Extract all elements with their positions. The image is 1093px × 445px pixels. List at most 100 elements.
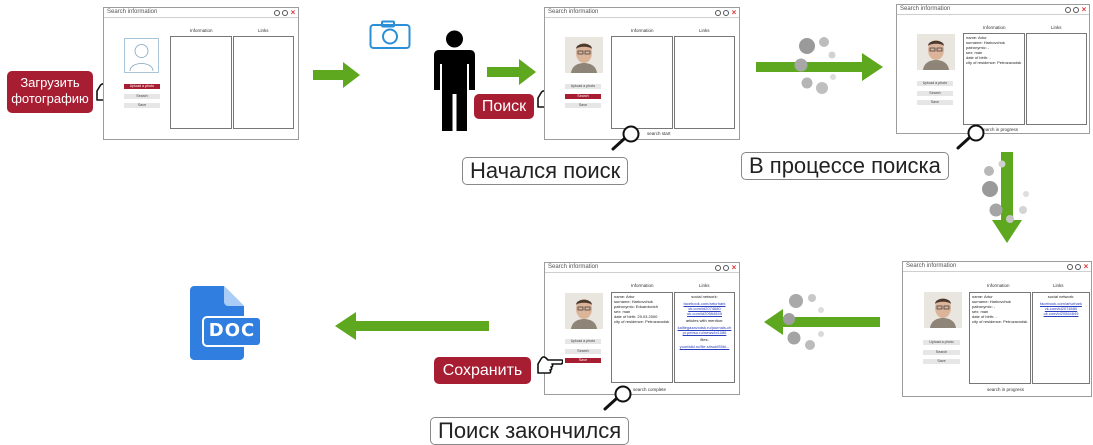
close-icon[interactable]: × (1083, 262, 1089, 271)
pointing-hand-icon (535, 354, 564, 381)
links-pane: social network: facebook.com/arturhark v… (674, 292, 735, 383)
save-button[interactable]: Save (923, 359, 960, 364)
person-info-text: name: Artur surname: Harkovchuk patronym… (966, 35, 1022, 65)
help-icon[interactable] (723, 265, 729, 271)
upload-photo-button[interactable]: Upload a photo (124, 84, 160, 89)
search-window-progress-2: Search information × Information Links n… (902, 261, 1092, 397)
caption-search-started: Начался поиск (462, 157, 629, 185)
search-status: search start (647, 131, 671, 136)
column-header-links: Links (1051, 25, 1062, 30)
links-social-heading: social network: (691, 294, 718, 299)
magnifier-icon (611, 125, 640, 151)
upload-photo-label: Загрузить фотографию (7, 71, 93, 113)
loading-spinner-icon (794, 37, 836, 94)
search-window-upload: Search information × Information Links U… (103, 7, 299, 140)
save-label: Сохранить (434, 357, 531, 384)
close-icon[interactable]: × (731, 263, 737, 272)
uploaded-photo (565, 37, 603, 73)
flow-arrow-right (756, 53, 883, 81)
column-header-links: Links (1053, 283, 1064, 288)
info-pane: name: Artur surname: Harkovchuk patronym… (963, 33, 1025, 125)
save-button[interactable]: Save (124, 103, 160, 108)
close-icon[interactable]: × (1081, 5, 1087, 14)
links-social-heading: social network: (1047, 294, 1075, 299)
search-button[interactable]: Search (923, 350, 960, 355)
column-header-info: Information (983, 25, 1006, 30)
magnifier-icon (956, 124, 985, 150)
save-button[interactable]: Save (917, 100, 953, 105)
links-mention-heading: articles with mention: (685, 318, 724, 323)
search-button[interactable]: Search (565, 349, 601, 354)
uploaded-photo (917, 34, 955, 70)
magnifier-icon (603, 385, 632, 411)
person-info-text: name: Artur surname: Harkovchuk patronym… (614, 294, 670, 324)
column-header-info: Information (631, 28, 654, 33)
column-header-info: Information (631, 283, 654, 288)
window-title: Search information (548, 9, 599, 15)
upload-photo-button[interactable]: Upload a photo (917, 81, 953, 86)
flow-arrow-left (764, 309, 880, 335)
caption-search-in-progress: В процессе поиска (741, 152, 949, 180)
uploaded-photo (565, 293, 603, 329)
help-icon[interactable] (723, 10, 729, 16)
links-social-urls[interactable]: facebook.com/arturhark vk.com/id2074680 … (1039, 301, 1083, 316)
doc-file-icon: DOC (186, 286, 262, 361)
close-icon[interactable]: × (290, 8, 296, 17)
search-button[interactable]: Search (917, 91, 953, 96)
minimize-icon[interactable] (715, 265, 721, 271)
column-header-info: Information (190, 28, 213, 33)
person-silhouette-icon (434, 30, 475, 131)
links-pane (674, 36, 735, 129)
search-status: search in progress (981, 127, 1019, 132)
camera-icon (369, 20, 411, 49)
uploaded-photo (924, 292, 962, 328)
minimize-icon[interactable] (715, 10, 721, 16)
upload-photo-button[interactable]: Upload a photo (565, 84, 601, 89)
window-title: Search information (548, 264, 599, 270)
minimize-icon[interactable] (1065, 7, 1071, 13)
links-files-heading: files: (700, 337, 709, 342)
minimize-icon[interactable] (274, 10, 280, 16)
help-icon[interactable] (282, 10, 288, 16)
links-social-urls[interactable]: facebook.com/arturhark vk.com/id2074680 … (683, 301, 726, 316)
person-info-text: name: Artur surname: Harkovchuk patronym… (972, 294, 1028, 324)
doc-label: DOC (208, 320, 256, 341)
save-button[interactable]: Save (565, 358, 601, 363)
search-button[interactable]: Search (565, 94, 601, 99)
links-files-urls[interactable]: yourfaild.ru/file.shsubf50bl... (679, 344, 730, 349)
column-header-info: Information (987, 283, 1010, 288)
links-pane (233, 36, 294, 129)
info-pane (611, 36, 673, 129)
search-window-started: Search information × Information Links U… (544, 7, 740, 140)
search-status: search complete (633, 387, 667, 392)
window-title: Search information (107, 9, 158, 15)
loading-spinner-icon (783, 294, 824, 350)
flow-arrow-right (313, 62, 360, 88)
save-button[interactable]: Save (565, 103, 601, 108)
info-pane (170, 36, 232, 129)
column-header-links: Links (699, 283, 710, 288)
upload-photo-button[interactable]: Upload a photo (565, 339, 601, 344)
column-header-links: Links (699, 28, 710, 33)
upload-photo-button[interactable]: Upload a photo (923, 340, 960, 345)
search-button[interactable]: Search (124, 94, 160, 99)
info-pane: name: Artur surname: Harkovchuk patronym… (611, 292, 673, 383)
flow-arrow-down (992, 152, 1022, 243)
links-pane: social network: facebook.com/arturhark v… (1032, 292, 1090, 384)
window-title: Search information (906, 263, 957, 269)
column-header-links: Links (258, 28, 269, 33)
links-mention-urls[interactable]: kalitegazavodsk.ru/journals-ch pr.petrsu… (677, 325, 732, 335)
help-icon[interactable] (1073, 7, 1079, 13)
window-title: Search information (900, 6, 951, 12)
search-window-complete: Search information × Information Links n… (544, 262, 740, 395)
loading-spinner-icon (982, 160, 1029, 223)
close-icon[interactable]: × (731, 8, 737, 17)
search-status: search in progress (987, 387, 1025, 392)
help-icon[interactable] (1075, 264, 1081, 270)
flow-arrow-right (487, 59, 536, 85)
links-pane (1026, 33, 1087, 125)
caption-search-finished: Поиск закончился (430, 417, 630, 445)
search-window-progress-1: Search information × Information Links n… (896, 4, 1090, 134)
minimize-icon[interactable] (1067, 264, 1073, 270)
search-label: Поиск (474, 94, 534, 119)
